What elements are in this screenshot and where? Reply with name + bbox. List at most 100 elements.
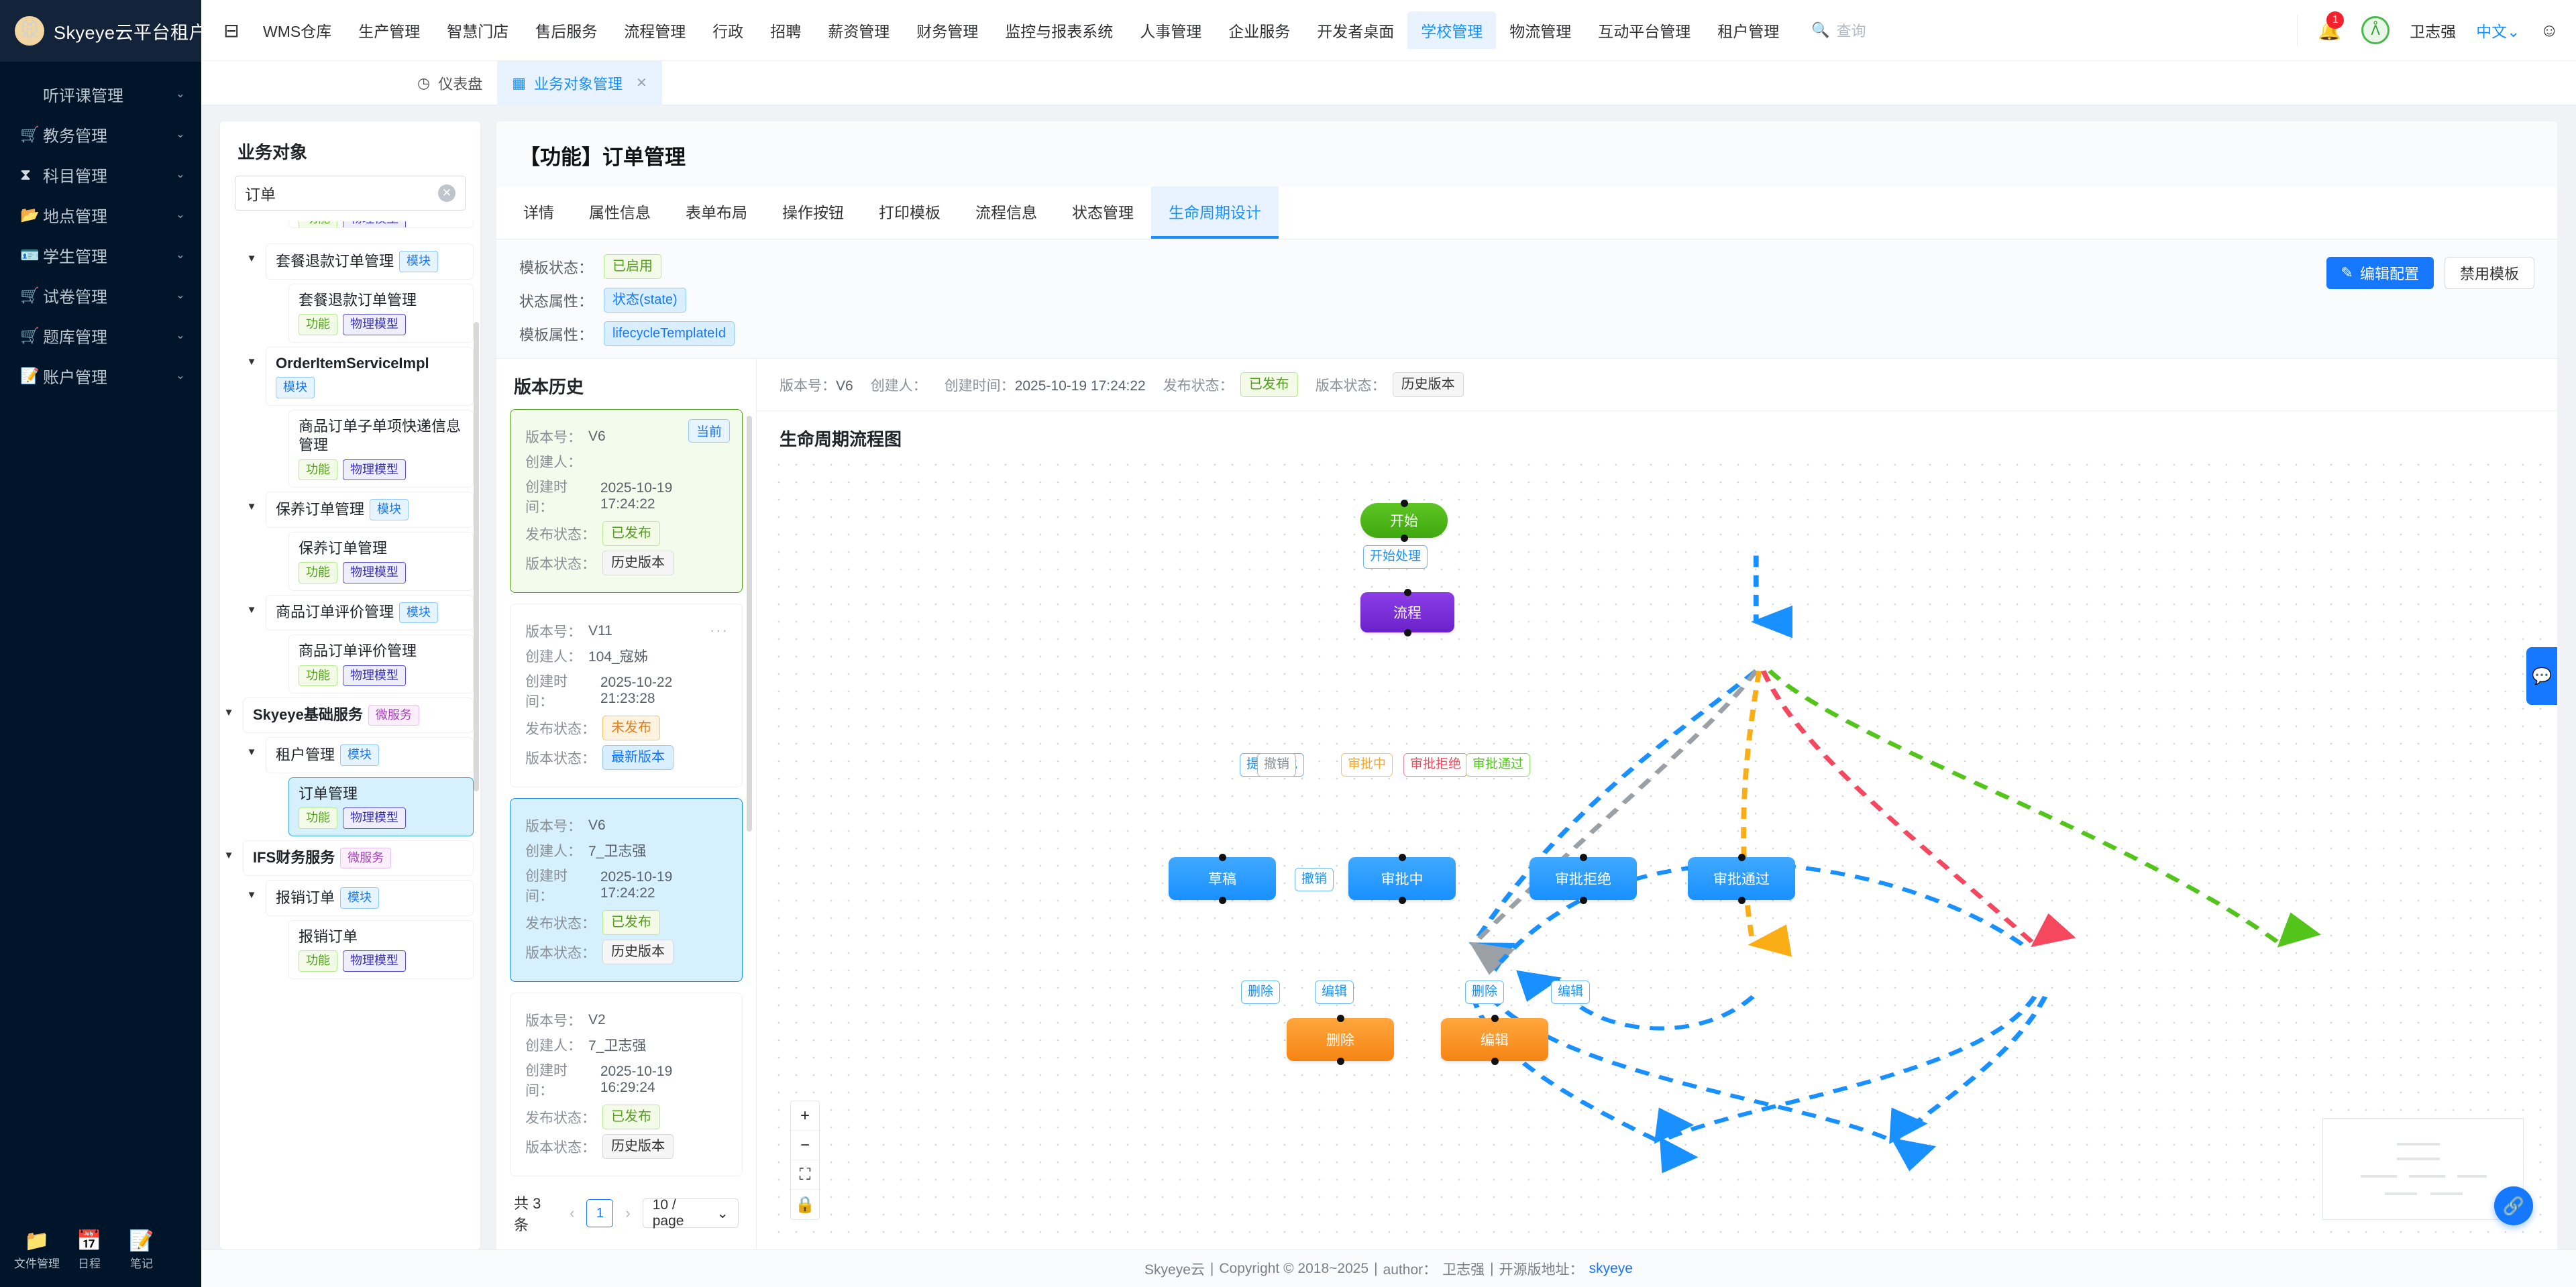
tab-dashboard[interactable]: ◷ 仪表盘 — [402, 61, 497, 105]
nav-item-school[interactable]: 学校管理 — [1407, 11, 1497, 50]
nav-item-enterprise[interactable]: 企业服务 — [1228, 23, 1291, 41]
nav-item-store[interactable]: 智慧门店 — [447, 23, 509, 41]
brand[interactable]: 🐭 Skyeye云平台租户 — [0, 0, 207, 62]
edge-label-delete-2[interactable]: 删除 — [1465, 981, 1505, 1005]
edge-label-delete-1[interactable]: 删除 — [1241, 981, 1281, 1005]
flow-node-start[interactable]: 开始 — [1360, 499, 1448, 542]
pagination-next[interactable]: › — [625, 1205, 631, 1222]
edge-label-approved[interactable]: 审批通过 — [1466, 753, 1531, 777]
clear-circle-icon[interactable]: ✕ — [438, 184, 455, 203]
caret-icon[interactable]: ▼ — [246, 253, 257, 265]
flow-canvas[interactable]: 开始 流程 草稿 — [770, 456, 2544, 1241]
tree-node[interactable]: ▼ 报销订单 功能 物理模型 — [266, 919, 474, 979]
smiley-icon[interactable]: ☺ — [2540, 19, 2559, 40]
version-list-scrollbar[interactable] — [747, 416, 752, 832]
nav-item-interactive[interactable]: 互动平台管理 — [1598, 23, 1691, 41]
dock-item-notes[interactable]: 📝 笔记 — [115, 1231, 168, 1271]
tree-scrollbar[interactable] — [474, 322, 479, 792]
nav-item-tenant[interactable]: 租户管理 — [1717, 23, 1780, 41]
tree-node-box[interactable]: 保养订单管理 功能 物理模型 — [288, 531, 474, 591]
lock-icon[interactable]: 🔒 — [795, 1195, 815, 1214]
sidebar-item-1[interactable]: 🛒 教务管理 ⌄ — [0, 114, 201, 154]
caret-icon[interactable]: ▼ — [246, 604, 257, 616]
zoom-out-icon[interactable]: − — [791, 1131, 819, 1161]
tree-node-box[interactable]: Skyeye基础服务 微服务 — [243, 697, 474, 734]
tab-detail[interactable]: 详情 — [523, 204, 554, 222]
tree-node-box[interactable]: 保养订单管理 模块 — [266, 492, 474, 528]
tree-node[interactable]: ▼ 保养订单管理 模块 — [243, 492, 474, 528]
canvas-minimap[interactable] — [2322, 1118, 2524, 1221]
tab-print-template[interactable]: 打印模板 — [879, 204, 941, 222]
tab-form-layout[interactable]: 表单布局 — [686, 204, 747, 222]
tree-node-box[interactable]: 功能 物理模型 — [288, 221, 474, 229]
edge-label-rejected[interactable]: 审批拒绝 — [1403, 753, 1468, 777]
sidebar-item-5[interactable]: 🛒 试卷管理 ⌄ — [0, 275, 201, 315]
nav-item-wms[interactable]: WMS仓库 — [263, 23, 332, 41]
tree-node-box[interactable]: IFS财务服务 微服务 — [243, 840, 474, 877]
nav-item-recruit[interactable]: 招聘 — [770, 23, 802, 41]
sidebar-item-3[interactable]: 📂 地点管理 ⌄ — [0, 194, 201, 235]
tab-attributes[interactable]: 属性信息 — [589, 204, 651, 222]
tree-node-box[interactable]: 报销订单 功能 物理模型 — [288, 919, 474, 979]
sidebar-item-6[interactable]: 🛒 题库管理 ⌄ — [0, 315, 201, 355]
flow-node-process[interactable]: 流程 — [1360, 588, 1454, 636]
nav-item-hr[interactable]: 人事管理 — [1140, 23, 1202, 41]
tree-node-box[interactable]: OrderItemServiceImpl 模块 — [266, 346, 474, 406]
tree-node-box[interactable]: 商品订单评价管理 模块 — [266, 594, 474, 631]
tree-node[interactable]: ▼ 租户管理 模块 — [243, 737, 474, 773]
edge-label-start-process[interactable]: 开始处理 — [1363, 545, 1428, 569]
dock-item-calendar[interactable]: 📅 日程 — [63, 1231, 115, 1271]
tab-business-object[interactable]: ▦ 业务对象管理 ✕ — [497, 60, 662, 105]
caret-icon[interactable]: ▼ — [246, 501, 257, 513]
flow-node-rejected[interactable]: 审批拒绝 — [1529, 853, 1637, 904]
tree-node-box[interactable]: 商品订单评价管理 功能 物理模型 — [288, 634, 474, 694]
pagination-page-1[interactable]: 1 — [586, 1199, 614, 1228]
tree-node-box[interactable]: 订单管理 功能 物理模型 — [288, 777, 474, 836]
tree-node-box[interactable]: 商品订单子单项快递信息管理 功能 物理模型 — [288, 409, 474, 488]
fit-view-icon[interactable]: ⛶ — [791, 1160, 819, 1190]
tree-node[interactable]: ▼ 商品订单评价管理 模块 — [243, 594, 474, 631]
tree-node[interactable]: ▼ 功能 物理模型 — [266, 221, 474, 239]
tree-node-box[interactable]: 租户管理 模块 — [266, 737, 474, 773]
nav-item-salary[interactable]: 薪资管理 — [828, 23, 890, 41]
flow-node-edit[interactable]: 编辑 — [1441, 1014, 1548, 1065]
tree-node[interactable]: ▼ IFS财务服务 微服务 — [220, 840, 474, 877]
tab-state-management[interactable]: 状态管理 — [1072, 204, 1134, 222]
sidebar-item-0[interactable]: 听评课管理 ⌄ — [0, 74, 201, 114]
tab-process-info[interactable]: 流程信息 — [975, 204, 1037, 222]
edge-label-withdraw-gray[interactable]: 撤销 — [1257, 753, 1297, 777]
sidebar-item-7[interactable]: 📝 账户管理 ⌄ — [0, 355, 201, 396]
sidebar-item-4[interactable]: 🪪 学生管理 ⌄ — [0, 235, 201, 275]
more-options-icon[interactable]: ··· — [710, 622, 729, 639]
business-object-tree[interactable]: ▼ 功能 物理模型 ▼ 套餐退款订单管理 模块 — [220, 221, 480, 1249]
tree-node-box[interactable]: 套餐退款订单管理 功能 物理模型 — [288, 283, 474, 343]
tree-search-input[interactable]: 订单 ✕ — [235, 176, 466, 211]
nav-item-finance[interactable]: 财务管理 — [916, 23, 979, 41]
nav-item-monitor[interactable]: 监控与报表系统 — [1005, 23, 1114, 41]
flow-node-approving[interactable]: 审批中 — [1348, 853, 1456, 904]
tree-node[interactable]: ▼ 套餐退款订单管理 模块 — [243, 243, 474, 280]
page-size-select[interactable]: 10 / page ⌄ — [642, 1197, 739, 1229]
version-history-list[interactable]: 当前 版本号： V6 创建人： 创建时间： — [496, 409, 756, 1180]
edge-label-withdraw[interactable]: 撤销 — [1295, 868, 1334, 892]
flow-node-delete[interactable]: 删除 — [1287, 1014, 1394, 1065]
pagination-prev[interactable]: ‹ — [570, 1205, 575, 1222]
avatar[interactable]: ᐰ — [2361, 16, 2390, 45]
version-card-selected[interactable]: 版本号： V6 创建人： 7_卫志强 创建时间： 2025-10-19 17:2… — [510, 798, 743, 983]
version-card[interactable]: 版本号： V2 创建人： 7_卫志强 创建时间： 2025-10-19 16:2… — [510, 993, 743, 1177]
edge-label-edit-2[interactable]: 编辑 — [1551, 981, 1591, 1005]
tree-node[interactable]: ▼ 保养订单管理 功能 物理模型 — [266, 531, 474, 591]
version-card[interactable]: ··· 版本号： V11 创建人： 104_寇姊 — [510, 604, 743, 788]
tab-lifecycle-design[interactable]: 生命周期设计 — [1151, 186, 1279, 239]
nav-item-admin[interactable]: 行政 — [712, 23, 744, 41]
flow-node-draft[interactable]: 草稿 — [1169, 853, 1276, 904]
caret-icon[interactable]: ▼ — [246, 746, 257, 759]
zoom-in-icon[interactable]: + — [791, 1101, 819, 1131]
notifications-button[interactable]: 🔔 1 — [2318, 11, 2345, 42]
flow-node-approved[interactable]: 审批通过 — [1688, 853, 1795, 904]
link-icon[interactable]: 🔗 — [2494, 1186, 2533, 1226]
edge-label-approving[interactable]: 审批中 — [1341, 753, 1393, 777]
search-input[interactable]: 🔍 查询 — [1811, 19, 1866, 41]
footer-source-link[interactable]: skyeye — [1589, 1260, 1633, 1276]
dock-item-files[interactable]: 📁 文件管理 — [11, 1231, 63, 1271]
